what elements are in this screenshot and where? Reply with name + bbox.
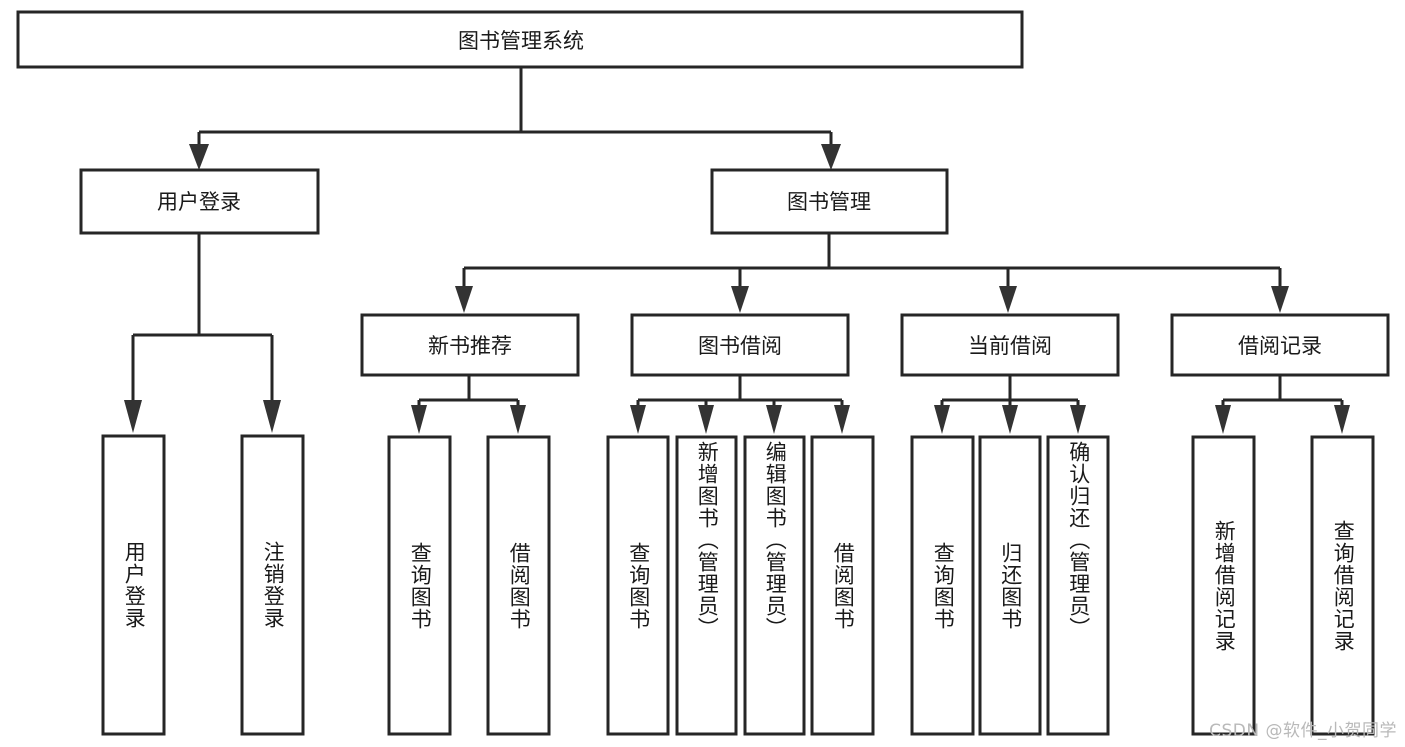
arrow-to-book-manage <box>821 144 841 170</box>
node-root[interactable] <box>16 10 1024 69</box>
nodes-group: 图书管理系统 用户登录 图书管理 新书推荐 图书借阅 当前借阅 借阅记录 <box>16 10 1390 736</box>
node-leaf-user-login[interactable] <box>101 434 166 736</box>
arrow-to-leaf-logout <box>263 400 281 433</box>
node-leaf-confirm-return[interactable] <box>1046 435 1110 736</box>
arrow-to-leaf-borrow-book-2 <box>834 405 850 434</box>
arrow-to-new-book-rec <box>455 286 473 313</box>
node-user-login-label: 用户登录 <box>157 190 241 214</box>
node-leaf-query-book-3[interactable] <box>910 435 975 736</box>
node-leaf-logout[interactable] <box>240 434 305 736</box>
node-borrow-record-label: 借阅记录 <box>1238 334 1322 358</box>
arrow-to-current-borrow <box>999 286 1017 313</box>
node-leaf-edit-book[interactable] <box>743 435 806 736</box>
arrow-to-leaf-query-book-2 <box>630 405 646 434</box>
arrow-to-leaf-query-record <box>1334 405 1350 434</box>
arrow-to-leaf-query-book-1 <box>411 405 427 434</box>
node-book-borrow[interactable] <box>630 313 850 377</box>
node-leaf-borrow-book-2[interactable] <box>810 435 875 736</box>
csdn-watermark: CSDN @软件_小贺同学 <box>1209 721 1397 741</box>
node-leaf-add-book[interactable] <box>675 435 738 736</box>
node-leaf-borrow-book-1[interactable] <box>486 435 551 736</box>
node-root-label: 图书管理系统 <box>458 29 584 53</box>
arrow-to-user-login <box>189 144 209 170</box>
node-leaf-query-book-1[interactable] <box>387 435 452 736</box>
node-book-borrow-label: 图书借阅 <box>698 334 782 358</box>
arrow-to-leaf-add-record <box>1215 405 1231 434</box>
arrow-to-leaf-query-book-3 <box>934 405 950 434</box>
node-current-borrow-label: 当前借阅 <box>968 334 1052 358</box>
node-leaf-query-book-2[interactable] <box>606 435 670 736</box>
arrow-to-leaf-user-login <box>124 400 142 433</box>
arrow-to-leaf-confirm-return <box>1070 405 1086 434</box>
node-new-book-rec[interactable] <box>360 313 580 377</box>
node-borrow-record[interactable] <box>1170 313 1390 377</box>
node-book-manage-label: 图书管理 <box>787 190 871 214</box>
node-leaf-query-record[interactable] <box>1310 435 1375 736</box>
node-user-login[interactable] <box>79 168 320 235</box>
arrow-to-leaf-edit-book <box>766 405 782 434</box>
arrow-to-leaf-return-book <box>1002 405 1018 434</box>
arrow-to-book-borrow <box>731 286 749 313</box>
node-leaf-return-book[interactable] <box>978 435 1042 736</box>
arrowheads-group <box>124 144 1350 434</box>
arrow-to-leaf-borrow-book-1 <box>510 405 526 434</box>
node-leaf-add-record[interactable] <box>1191 435 1256 736</box>
node-new-book-rec-label: 新书推荐 <box>428 334 512 358</box>
node-book-manage[interactable] <box>710 168 949 235</box>
node-current-borrow[interactable] <box>900 313 1120 377</box>
arrow-to-borrow-record <box>1271 286 1289 313</box>
arrow-to-leaf-add-book <box>698 405 714 434</box>
